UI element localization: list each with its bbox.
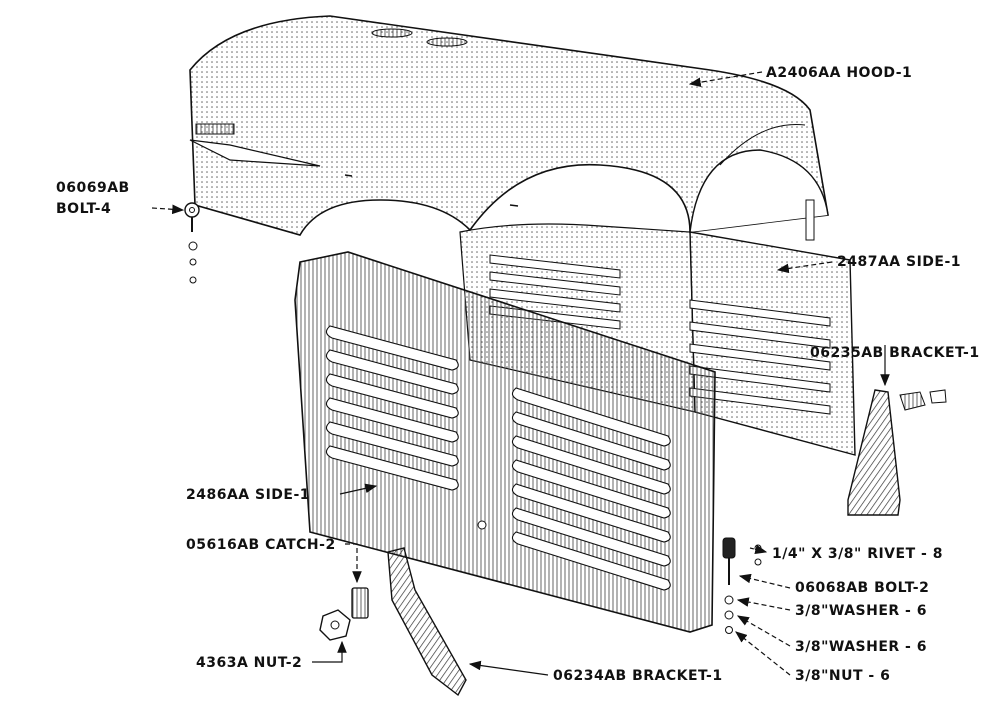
- label-nut2: 4363A NUT-2: [196, 655, 302, 671]
- label-bolt2: 06068AB BOLT-2: [795, 580, 929, 596]
- label-washer-2: 3/8"WASHER - 6: [795, 639, 927, 655]
- left-panel-louvers-a: [325, 325, 459, 491]
- label-hood: A2406AA HOOD-1: [766, 65, 912, 81]
- catch-part: [351, 587, 369, 619]
- hood-part: [189, 15, 829, 241]
- bolt-2-rivet-washer-stack: [722, 537, 762, 634]
- callout-labels: A2406AA HOOD-1 06069AB BOLT-4 2487AA SID…: [56, 65, 980, 684]
- label-side-right: 2487AA SIDE-1: [837, 254, 961, 270]
- bracket-left-part: [387, 547, 467, 697]
- label-bolt4-code: 06069AB: [56, 180, 130, 196]
- label-bracket-left: 06234AB BRACKET-1: [553, 668, 723, 684]
- label-rivet: 1/4" X 3/8" RIVET - 8: [772, 546, 943, 562]
- label-catch: 05616AB CATCH-2: [186, 537, 336, 553]
- bolt-4-stack: [184, 202, 200, 284]
- side-panel-left: [294, 251, 716, 633]
- leader-lines: [151, 71, 890, 676]
- label-nut6: 3/8"NUT - 6: [795, 668, 890, 684]
- left-panel-louvers-b: [511, 387, 671, 591]
- label-washer-1: 3/8"WASHER - 6: [795, 603, 927, 619]
- bracket-right-part: [847, 389, 947, 516]
- label-side-left: 2486AA SIDE-1: [186, 487, 310, 503]
- label-bracket-right: 06235AB BRACKET-1: [810, 345, 980, 361]
- label-bolt4-name: BOLT-4: [56, 201, 111, 217]
- nut-2-part: [319, 609, 351, 641]
